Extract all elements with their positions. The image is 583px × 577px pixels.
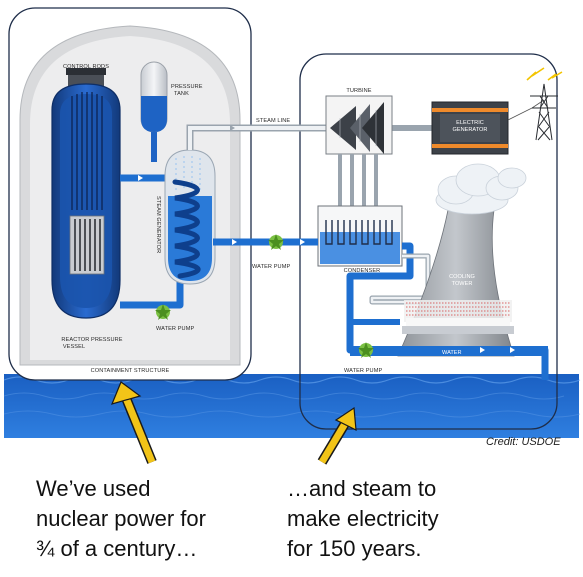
generator-label-2: GENERATOR	[453, 127, 488, 133]
reactor-pressure-vessel	[51, 68, 121, 319]
power-lines	[507, 67, 563, 121]
water-pump-mid-label: WATER PUMP	[252, 264, 290, 270]
flow-arrows	[138, 125, 515, 353]
cooling-water-pipe	[350, 346, 548, 356]
pressure-tank-label-2: TANK	[174, 91, 189, 97]
primary-water-pump	[155, 304, 171, 320]
containment-label: CONTAINMENT STRUCTURE	[91, 368, 170, 374]
secondary-water-pump	[268, 234, 284, 250]
primary-loop-pipes	[120, 174, 184, 309]
water-pump-bottom-label: WATER PUMP	[344, 368, 382, 374]
pressure-tank	[140, 61, 168, 162]
steam-line-label: STEAM LINE	[256, 118, 290, 124]
caption-left-line: We’ve used	[36, 476, 151, 501]
caption-right-line: for 150 years.	[287, 536, 422, 561]
reactor-vessel-label-1: REACTOR PRESSURE	[61, 337, 122, 343]
steam-generator	[164, 149, 216, 285]
caption-right-line: make electricity	[287, 506, 439, 531]
condenser	[317, 205, 403, 267]
sea	[3, 374, 581, 438]
water-pump-primary-label: WATER PUMP	[156, 326, 194, 332]
credit-text: Credit: USDOE	[486, 436, 561, 448]
caption-left: We’ve used nuclear power for ¾ of a cent…	[36, 474, 206, 564]
reactor-core	[69, 215, 105, 275]
electric-generator	[431, 101, 509, 155]
caption-left-line: ¾ of a century…	[36, 536, 198, 561]
steam-generator-label: STEAM GENERATOR	[155, 196, 161, 253]
transmission-tower	[530, 83, 558, 141]
turbine-label: TURBINE	[346, 88, 371, 94]
cooling-tower-label-2: TOWER	[452, 281, 473, 287]
pressure-tank-label-1: PRESSURE	[171, 84, 203, 90]
caption-right: …and steam to make electricity for 150 y…	[287, 474, 439, 564]
turbine	[325, 95, 393, 155]
steam-cloud	[435, 163, 527, 215]
arrow-right	[317, 406, 357, 465]
control-rods-label: CONTROL RODS	[63, 64, 109, 70]
reactor-vessel-label-2: VESSEL	[63, 344, 85, 350]
caption-left-line: nuclear power for	[36, 506, 206, 531]
control-rods	[71, 92, 103, 210]
condenser-label: CONDENSER	[344, 268, 381, 274]
water-label: WATER	[442, 350, 462, 356]
arrow-left	[110, 381, 157, 464]
cooling-tower-label-1: COOLING	[449, 274, 475, 280]
turbine-exhaust-pipes	[338, 154, 378, 210]
caption-right-line: …and steam to	[287, 476, 437, 501]
cooling-water-pump	[358, 342, 374, 358]
generator-label-1: ELECTRIC	[456, 120, 484, 126]
cooling-tower	[397, 209, 515, 357]
